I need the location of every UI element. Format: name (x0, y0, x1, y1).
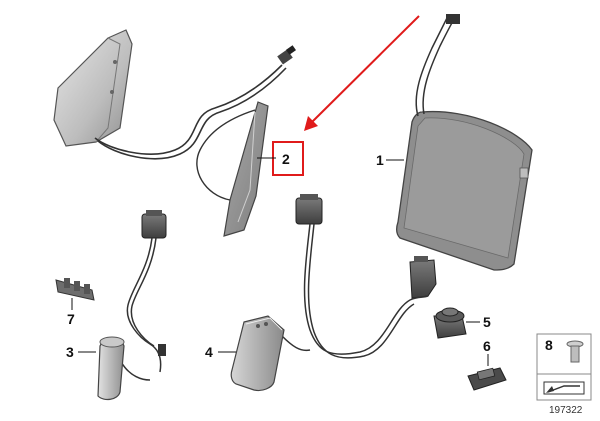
housing-connector (277, 45, 296, 65)
mirror-heating-element (196, 101, 269, 237)
module-plug-right (409, 256, 437, 299)
callout-2: 2 (282, 151, 290, 167)
cable-clip (55, 278, 95, 301)
housing-wiring (94, 64, 287, 160)
module-wiring (281, 223, 429, 359)
callout-4: 4 (205, 344, 213, 360)
mirror-glass (396, 110, 533, 271)
bulb-plug (141, 210, 167, 239)
module-plug (295, 194, 323, 225)
mirror-glass-connector (446, 14, 460, 24)
bulb-cylinder (97, 336, 125, 401)
screw-icon (566, 340, 584, 363)
small-connector (467, 367, 507, 391)
mirror-housing (53, 29, 133, 147)
callout-3: 3 (66, 344, 74, 360)
callout-5: 5 (483, 314, 491, 330)
callout-6: 6 (483, 338, 491, 354)
bulb-wire-end (158, 344, 166, 356)
part-8-box (536, 333, 592, 401)
arrow-icon (543, 381, 585, 395)
reference-number: 197322 (549, 405, 583, 416)
mirror-glass-wiring (415, 15, 457, 117)
callout-7: 7 (67, 311, 75, 327)
callout-8: 8 (545, 337, 553, 353)
callout-1: 1 (376, 152, 384, 168)
control-module (230, 315, 285, 392)
switch-knob (433, 307, 467, 339)
highlight-arrow (304, 15, 420, 131)
